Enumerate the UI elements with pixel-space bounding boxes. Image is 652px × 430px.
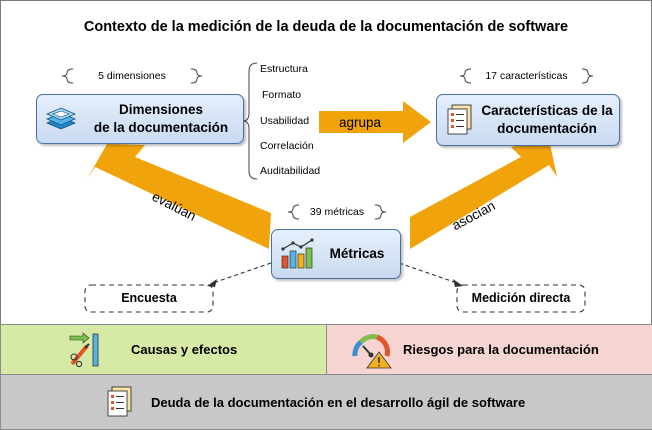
risks-band: Riesgos para la documentación (326, 324, 652, 376)
groups-arrow (319, 101, 431, 143)
metrics-dashed-connectors (212, 262, 458, 284)
dimension-item: Formato (262, 89, 302, 101)
dimensions-box: Dimensiones de la documentación (36, 94, 244, 144)
dimension-item: Correlación (260, 140, 314, 152)
characteristics-count-note: 17 características (485, 70, 568, 82)
characteristics-label-line1: Características de la (481, 103, 613, 118)
dimension-item: Usabilidad (260, 115, 310, 127)
dimensions-count-note: 5 dimensiones (98, 70, 166, 82)
metrics-box: Métricas (271, 229, 401, 279)
metrics-note-brace (287, 204, 387, 220)
groups-arrow-label: agrupa (339, 115, 382, 130)
dimensions-label-line1: Dimensiones (118, 102, 204, 117)
dimensions-label-line2: de la documentación (93, 120, 229, 135)
survey-connector-arrowhead (207, 279, 217, 287)
characteristics-box: Características de la documentación (436, 94, 620, 146)
characteristics-note-brace (459, 68, 594, 84)
characteristics-label-line2: documentación (497, 121, 597, 136)
risks-label: Riesgos para la documentación (403, 342, 599, 357)
causes-label: Causas y efectos (131, 342, 238, 357)
metrics-count-note: 39 métricas (309, 206, 365, 218)
document-checklist-icon (107, 386, 132, 417)
survey-dashed-frame (84, 284, 214, 313)
causes-band: Causas y efectos (0, 324, 328, 376)
layers-icon (45, 107, 77, 130)
survey-method: Encuesta (121, 291, 177, 305)
associate-arrow (410, 139, 557, 249)
dimension-item: Auditabilidad (260, 165, 321, 177)
direct-connector-arrowhead (453, 279, 463, 287)
bar-chart-icon (281, 238, 314, 269)
direct-measurement-method: Medición directa (471, 291, 571, 305)
footer-label: Deuda de la documentación en el desarrol… (151, 395, 526, 410)
metrics-label: Métricas (329, 246, 385, 261)
direct-dashed-frame (456, 284, 586, 313)
dimensions-note-brace (61, 68, 203, 84)
evaluate-arrow (87, 144, 271, 249)
footer-band: Deuda de la documentación en el desarrol… (0, 374, 652, 430)
document-checklist-icon (447, 104, 472, 135)
tools-icon (69, 332, 99, 368)
dimension-item: Estructura (260, 63, 308, 75)
gauge-warning-icon (352, 334, 392, 369)
diagram-title: Contexto de la medición de la deuda de l… (83, 19, 569, 35)
dimensions-items-brace (242, 62, 258, 180)
